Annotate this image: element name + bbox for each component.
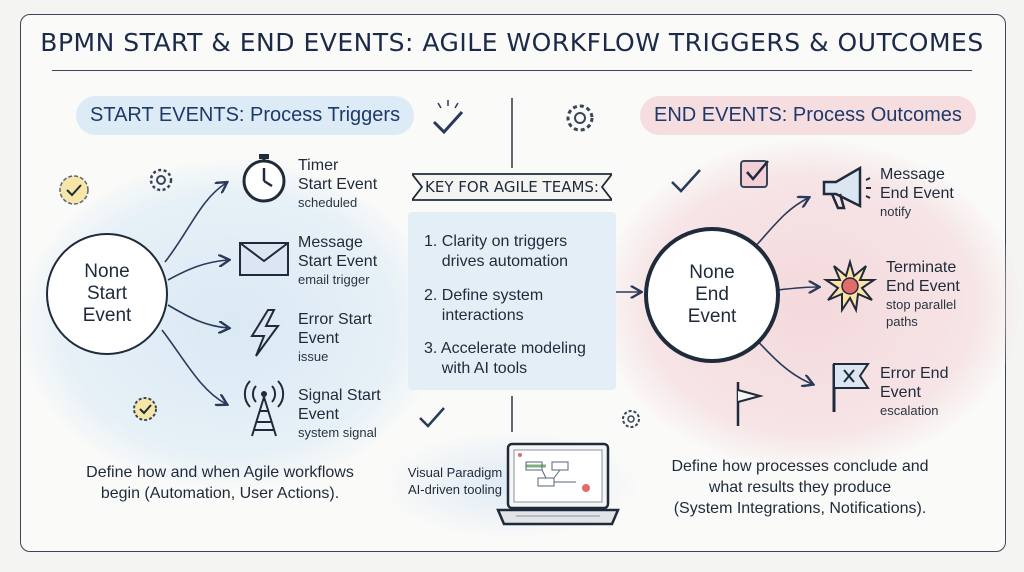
end-description: Define how processes conclude and what r… — [671, 458, 929, 517]
error-start-label: Error Start Event — [298, 311, 372, 347]
gear-icon — [149, 168, 173, 192]
message-start-sub: email trigger — [298, 272, 370, 287]
key-ribbon — [412, 173, 612, 201]
message-start-event: Message Start Event email trigger — [298, 233, 377, 288]
key-panel — [408, 212, 616, 390]
end-events-header: END EVENTS: Process Outcomes — [640, 96, 976, 135]
start-description: Define how and when Agile workflows begi… — [86, 464, 354, 502]
signal-start-event: Signal Start Event system signal — [298, 386, 381, 441]
tool-caption: Visual Paradigm AI-driven tooling — [407, 465, 503, 497]
terminate-end-sub: stop parallel paths — [886, 297, 957, 329]
timer-start-sub: scheduled — [298, 195, 358, 210]
message-end-event: Message End Event notify — [880, 165, 954, 220]
error-flag-icon — [832, 363, 870, 412]
none-end-event: None End Event — [644, 227, 780, 363]
checkmark-icon-end — [671, 169, 701, 193]
error-start-sub: issue — [298, 349, 329, 364]
start-events-header: START EVENTS: Process Triggers — [76, 96, 415, 135]
arrow-to-signal — [161, 329, 226, 404]
message-end-label: Message End Event — [880, 166, 954, 202]
none-start-event: None Start Event — [46, 233, 168, 355]
signal-start-label: Signal Start Event — [298, 387, 381, 423]
checkbox-icon — [740, 160, 769, 188]
key-item-1: 1. Clarity on triggers drives automation — [424, 233, 569, 270]
gear-check-icon — [133, 397, 157, 421]
lightning-icon — [250, 309, 280, 357]
gear-icon-center — [566, 104, 594, 132]
gear-icon-small — [622, 410, 640, 428]
envelope-icon — [239, 242, 289, 276]
laptop-icon — [496, 442, 620, 526]
error-end-sub: escalation — [880, 403, 939, 418]
gear-badge-icon — [59, 175, 89, 205]
message-start-label: Message Start Event — [298, 234, 378, 270]
arrow-to-message-end — [751, 198, 808, 251]
check-sparkle-icon — [432, 100, 464, 135]
signal-start-sub: system signal — [298, 425, 377, 440]
arrow-to-error — [167, 304, 228, 328]
stopwatch-icon — [242, 154, 286, 203]
page-title: BPMN START & END EVENTS: AGILE WORKFLOW … — [40, 28, 984, 57]
terminate-end-label: Terminate End Event — [886, 259, 960, 295]
pennant-flag-icon — [736, 382, 764, 426]
timer-start-event: Timer Start Event scheduled — [298, 156, 377, 211]
checkmark-icon-small — [419, 407, 445, 428]
megaphone-icon — [822, 165, 871, 210]
arrow-to-timer — [164, 183, 226, 263]
signal-tower-icon — [243, 380, 285, 437]
arrow-to-terminate-end — [777, 287, 818, 290]
arrow-to-message — [167, 260, 228, 281]
key-item-2: 2. Define system interactions — [424, 287, 544, 324]
key-item-3: 3. Accelerate modeling with AI tools — [424, 340, 586, 377]
error-end-event: Error End Event escalation — [880, 364, 948, 419]
error-end-label: Error End Event — [880, 365, 949, 401]
key-title: KEY FOR AGILE TEAMS: — [425, 178, 599, 196]
title-divider — [52, 70, 972, 71]
message-end-sub: notify — [880, 204, 912, 219]
arrow-to-error-end — [751, 334, 812, 384]
error-start-event: Error Start Event issue — [298, 310, 372, 365]
burst-icon — [822, 258, 878, 314]
terminate-end-event: Terminate End Event stop parallel paths — [886, 258, 960, 330]
timer-start-label: Timer Start Event — [298, 157, 378, 193]
